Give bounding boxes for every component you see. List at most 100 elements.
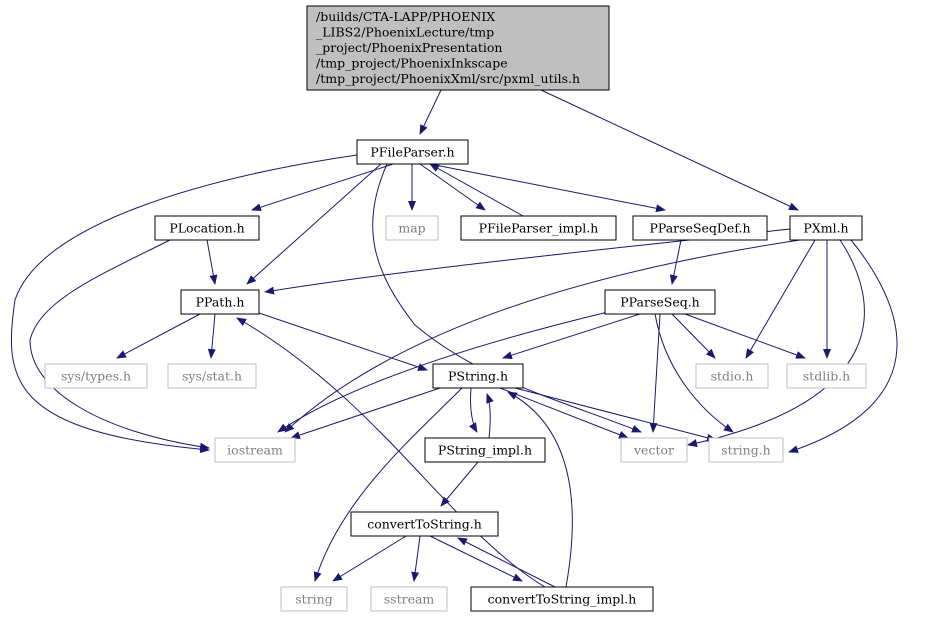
edge-converttostring_impl-to-ppath xyxy=(236,317,546,588)
node-box xyxy=(604,289,716,315)
node-box xyxy=(44,363,148,389)
node-label: _project/PhoenixPresentation xyxy=(316,40,502,55)
node-stdio: stdio.h xyxy=(695,363,769,389)
node-iostream: iostream xyxy=(214,437,296,463)
node-root[interactable]: /builds/CTA-LAPP/PHOENIX_LIBS2/PhoenixLe… xyxy=(306,5,610,91)
edge-converttostring-to-sstream xyxy=(411,535,421,582)
edge-ppath-to-pstring xyxy=(255,311,428,371)
edge-pparseseq-to-stdlib xyxy=(684,313,806,359)
edge-pfileparser-to-iostream xyxy=(10,154,358,454)
node-label: stdio.h xyxy=(711,369,754,384)
node-box xyxy=(620,437,688,463)
node-label: /tmp_project/PhoenixXml/src/pxml_utils.h xyxy=(316,71,580,86)
node-box xyxy=(460,215,617,241)
node-pparseseqdef[interactable]: PParseSeqDef.h xyxy=(632,215,768,241)
node-label: PPath.h xyxy=(196,295,245,310)
edge-pstring-to-vector xyxy=(499,387,629,439)
node-box xyxy=(695,363,769,389)
node-label: map xyxy=(398,221,425,236)
edge-pstring_impl-to-converttostring xyxy=(440,461,479,507)
node-box xyxy=(470,586,654,612)
node-box xyxy=(432,363,524,389)
edge-pfileparser-to-plocation xyxy=(251,163,394,212)
node-label: convertToString_impl.h xyxy=(488,592,637,607)
edge-converttostring-to-converttostring_impl xyxy=(429,535,523,582)
edge-pfileparser_impl-to-pfileparser xyxy=(429,163,524,217)
edge-pparseseq-to-stdio xyxy=(671,313,716,359)
node-pfileparser[interactable]: PFileParser.h xyxy=(356,139,469,165)
node-box xyxy=(632,215,768,241)
node-label: stdlib.h xyxy=(803,369,850,384)
node-label: convertToString.h xyxy=(367,517,482,532)
node-vector: vector xyxy=(620,437,688,463)
node-stdlib: stdlib.h xyxy=(786,363,867,389)
edge-pstring-to-iostream xyxy=(290,387,441,439)
node-box xyxy=(424,437,546,463)
node-ppath[interactable]: PPath.h xyxy=(180,289,260,315)
node-systypes: sys/types.h xyxy=(44,363,148,389)
node-string: string xyxy=(280,586,348,612)
node-box xyxy=(167,363,257,389)
edge-pxml-to-stdio xyxy=(745,239,816,359)
edge-pxml-to-iostream xyxy=(284,239,801,433)
node-map: map xyxy=(385,215,439,241)
edge-pfileparser-to-pfileparser_impl xyxy=(419,163,486,211)
node-box xyxy=(280,586,348,612)
node-plocation[interactable]: PLocation.h xyxy=(154,215,260,241)
node-box xyxy=(789,215,863,241)
node-pparseseq[interactable]: PParseSeq.h xyxy=(604,289,716,315)
node-box xyxy=(154,215,260,241)
edge-pparseseq-to-pstring xyxy=(502,313,641,360)
node-pstring_impl[interactable]: PString_impl.h xyxy=(424,437,546,463)
edge-root-to-pxml xyxy=(540,89,799,211)
edge-plocation-to-iostream xyxy=(29,239,210,451)
node-label: iostream xyxy=(227,443,283,458)
node-stringh: string.h xyxy=(708,437,784,463)
node-label: /tmp_project/PhoenixInkscape xyxy=(316,56,508,71)
edge-pfileparser-to-ppath xyxy=(246,163,382,285)
edge-pstring-to-string xyxy=(313,387,463,582)
node-box xyxy=(786,363,867,389)
edge-ppath-to-sysstat xyxy=(207,313,216,359)
edge-converttostring-to-string xyxy=(332,535,407,582)
node-pxml[interactable]: PXml.h xyxy=(789,215,863,241)
node-label: PString_impl.h xyxy=(438,443,532,458)
edge-pparseseq-to-vector xyxy=(649,313,661,433)
node-converttostring_impl[interactable]: convertToString_impl.h xyxy=(470,586,654,612)
edge-plocation-to-ppath xyxy=(206,239,218,285)
node-label: PParseSeq.h xyxy=(620,295,700,310)
edge-pxml-to-vector xyxy=(687,239,865,447)
node-box xyxy=(350,511,499,537)
node-converttostring[interactable]: convertToString.h xyxy=(350,511,499,537)
node-label: PFileParser_impl.h xyxy=(479,221,599,236)
node-label: PParseSeqDef.h xyxy=(649,221,750,236)
node-box xyxy=(180,289,260,315)
node-box xyxy=(385,215,439,241)
node-label: sstream xyxy=(384,592,435,607)
node-label: _LIBS2/PhoenixLecture/tmp xyxy=(316,25,494,40)
edge-pxml-to-stringh xyxy=(788,239,898,453)
node-label: PString.h xyxy=(448,369,508,384)
node-label: string.h xyxy=(721,443,771,458)
edge-pstring_impl-to-pstring xyxy=(486,393,494,439)
edge-converttostring_impl-to-converttostring xyxy=(457,537,556,588)
edge-pstring-to-pstring_impl xyxy=(469,387,478,433)
node-label: PXml.h xyxy=(803,221,848,236)
node-pstring[interactable]: PString.h xyxy=(432,363,524,389)
edge-ppath-to-systypes xyxy=(116,313,201,359)
node-box xyxy=(356,139,469,165)
edge-root-to-pfileparser xyxy=(419,89,442,135)
node-box xyxy=(708,437,784,463)
node-sstream: sstream xyxy=(370,586,448,612)
edge-pstring-to-stringh xyxy=(514,387,717,442)
node-pfileparser_impl[interactable]: PFileParser_impl.h xyxy=(460,215,617,241)
node-box xyxy=(370,586,448,612)
node-sysstat: sys/stat.h xyxy=(167,363,257,389)
node-label: PLocation.h xyxy=(169,221,244,236)
node-label: PFileParser.h xyxy=(370,145,454,160)
node-label: sys/types.h xyxy=(61,369,131,384)
edge-pfileparser-to-vector xyxy=(372,163,642,433)
node-box xyxy=(306,5,610,91)
edge-pfileparser-to-pparseseqdef xyxy=(429,163,666,213)
